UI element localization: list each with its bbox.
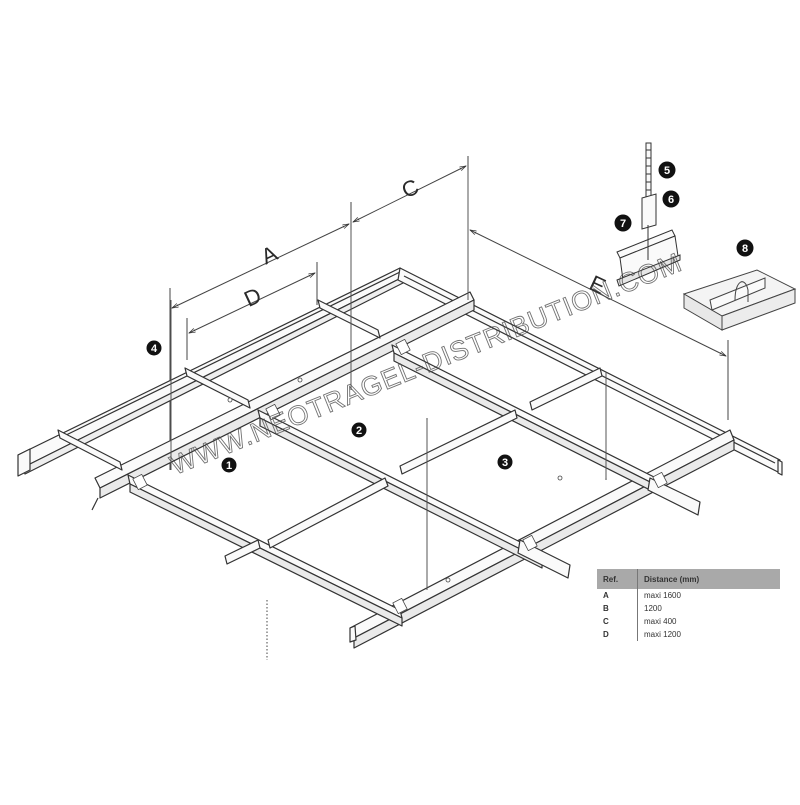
legend-ref: A (597, 589, 638, 602)
svg-text:3: 3 (502, 457, 508, 469)
marker-8: 8 (736, 239, 754, 257)
legend-distance: maxi 1200 (644, 630, 681, 639)
svg-text:2: 2 (356, 425, 362, 437)
svg-text:6: 6 (668, 194, 674, 206)
legend-ref: D (597, 628, 638, 641)
cross-tee-4 (57, 299, 381, 471)
marker-3: 3 (497, 454, 513, 470)
marker-4: 4 (146, 340, 162, 356)
ceiling-grid (17, 267, 783, 649)
marker-2: 2 (351, 422, 367, 438)
svg-text:7: 7 (620, 218, 626, 230)
marker-6: 6 (662, 190, 680, 208)
legend-ref: C (597, 615, 638, 628)
legend-row: A maxi 1600 (597, 589, 780, 602)
legend-row: C maxi 400 (597, 615, 780, 628)
dimension-label-d: D (240, 282, 265, 311)
legend-header-row: Ref. Distance (mm) (597, 569, 780, 589)
marker-5: 5 (658, 161, 676, 179)
svg-text:8: 8 (742, 243, 748, 255)
svg-text:4: 4 (151, 343, 158, 355)
marker-1: 1 (221, 457, 237, 473)
cross-tee-2 (257, 409, 543, 569)
main-runner-1 (91, 291, 475, 511)
hanger-clip-icon (641, 193, 657, 230)
tile-clip-detail (682, 269, 797, 331)
legend-ref: B (597, 602, 638, 615)
legend-row: D maxi 1200 (597, 628, 780, 641)
svg-text:1: 1 (226, 460, 232, 472)
legend-header-ref: Ref. (597, 569, 638, 589)
marker-7: 7 (614, 214, 632, 232)
distance-legend-table: Ref. Distance (mm) A maxi 1600 B 1200 C … (597, 569, 780, 641)
legend-distance: 1200 (644, 604, 662, 613)
legend-row: B 1200 (597, 602, 780, 615)
runner-slots (132, 338, 668, 615)
legend-header-distance: Distance (mm) (637, 569, 780, 589)
svg-text:5: 5 (664, 165, 670, 177)
runner-ends (17, 448, 783, 643)
cross-tee-1 (127, 474, 403, 627)
dimension-label-c: C (398, 174, 423, 203)
legend-distance: maxi 1600 (644, 591, 681, 600)
short-tee-row-a (224, 367, 701, 579)
dimension-label-a: A (257, 240, 281, 269)
hanger-wires (170, 170, 607, 590)
legend-distance: maxi 400 (644, 617, 677, 626)
hanger-detail (616, 142, 681, 287)
